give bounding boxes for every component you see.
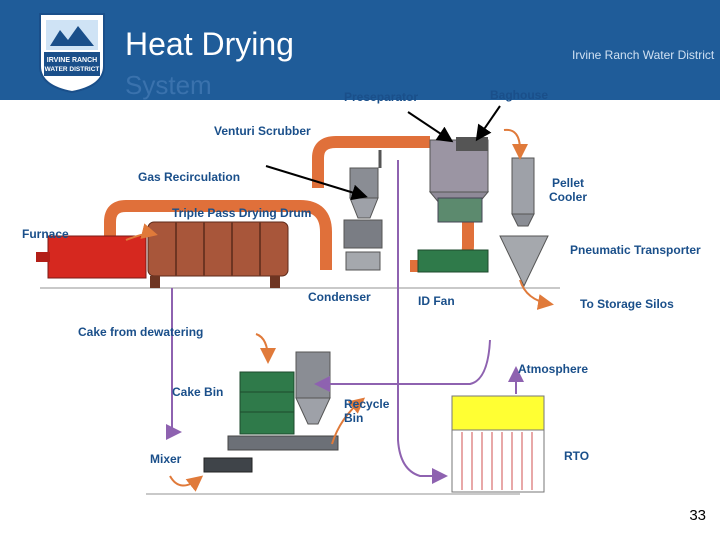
id-fan xyxy=(417,249,489,273)
logo-text-1: IRVINE RANCH xyxy=(47,57,97,64)
label-gas-recirculation: Gas Recirculation xyxy=(138,170,241,184)
condenser-unit xyxy=(343,219,383,249)
label-recycle-bin: Recycle Bin xyxy=(344,397,390,425)
purple-flow-arrows xyxy=(165,160,524,484)
label-mixer: Mixer xyxy=(150,452,182,466)
label-preseparator: Preseparator xyxy=(344,90,419,104)
label-cake-bin: Cake Bin xyxy=(172,385,224,399)
label-furnace: Furnace xyxy=(22,227,69,241)
venturi-duct xyxy=(312,136,430,188)
label-triple-pass-drum: Triple Pass Drying Drum xyxy=(172,206,312,220)
label-pneumatic-transporter: Pneumatic Transporter xyxy=(570,243,701,257)
label-venturi-scrubber: Venturi Scrubber xyxy=(214,124,311,138)
slide-subtitle: System xyxy=(125,70,212,100)
label-pellet-cooler: Pellet Cooler xyxy=(548,176,587,204)
label-atmosphere: Atmosphere xyxy=(518,362,589,376)
furnace xyxy=(47,235,147,279)
pneumatic-hopper xyxy=(499,235,549,288)
baghouse-screw xyxy=(437,197,483,223)
gas-recirculation-duct xyxy=(104,200,332,270)
label-rto: RTO xyxy=(564,449,590,463)
header-bar: Heat Drying System Irvine Ranch Water Di… xyxy=(0,0,720,100)
logo-text-2: WATER DISTRICT xyxy=(45,66,100,73)
furnace-burner xyxy=(36,252,50,262)
label-id-fan: ID Fan xyxy=(418,294,455,308)
mixer-conveyor xyxy=(227,435,339,451)
recycle-bin xyxy=(295,351,331,399)
baghouse-top xyxy=(456,137,488,151)
label-condenser: Condenser xyxy=(308,290,371,304)
slide-title: Heat Drying xyxy=(125,26,294,62)
label-cake-from-dewatering: Cake from dewatering xyxy=(78,325,204,339)
cake-bin xyxy=(239,371,295,435)
label-storage-silos: To Storage Silos xyxy=(580,297,674,311)
orange-flow-arrows xyxy=(125,128,554,492)
irwd-logo: IRVINE RANCH WATER DISTRICT xyxy=(39,13,105,94)
rto-body xyxy=(451,429,545,493)
mixer-motor xyxy=(203,457,253,473)
rto-top xyxy=(451,395,545,431)
organization-name: Irvine Ranch Water District xyxy=(572,48,715,62)
pellet-cooler xyxy=(511,157,535,215)
drying-drum xyxy=(147,221,289,277)
pointer-lines xyxy=(265,105,501,201)
label-baghouse: Baghouse xyxy=(490,88,549,102)
page-number: 33 xyxy=(689,507,706,524)
